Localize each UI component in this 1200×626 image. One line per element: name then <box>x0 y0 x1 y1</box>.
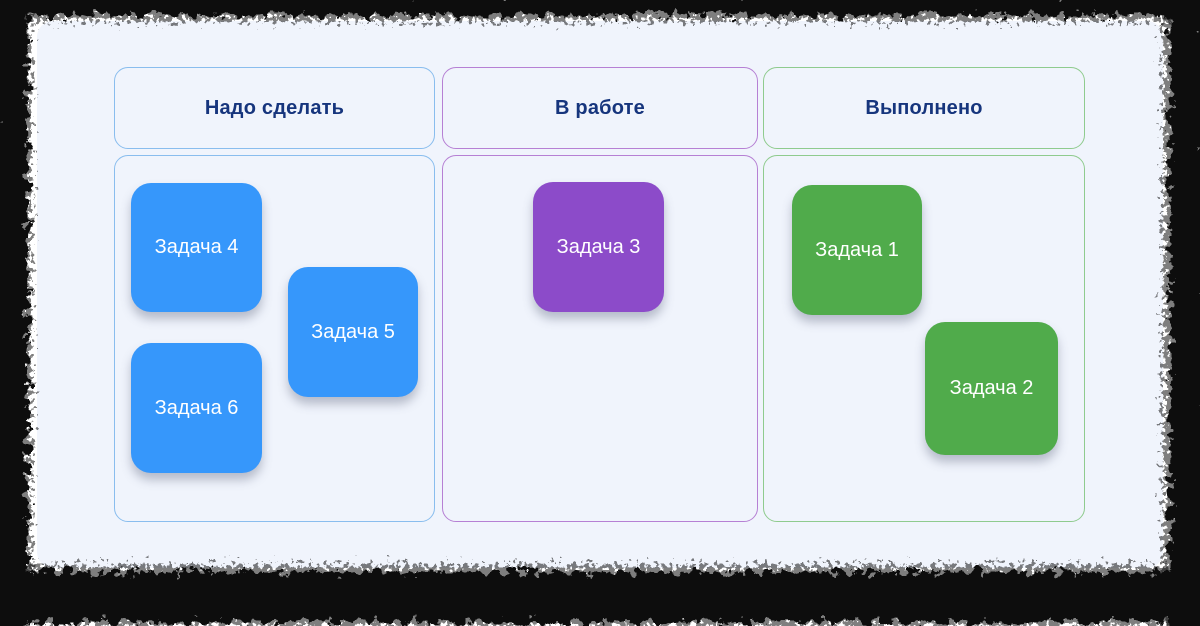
column-header-in-progress: В работе <box>442 67 758 149</box>
task-card-label: Задача 2 <box>949 377 1034 399</box>
task-card-1[interactable]: Задача 1 <box>792 185 922 315</box>
column-title-in-progress: В работе <box>555 96 645 119</box>
column-header-todo: Надо сделать <box>114 67 435 149</box>
column-title-done: Выполнено <box>865 96 983 119</box>
task-card-6[interactable]: Задача 6 <box>131 343 262 473</box>
column-header-done: Выполнено <box>763 67 1085 149</box>
task-card-label: Задача 3 <box>556 235 641 258</box>
column-body-done[interactable] <box>763 155 1085 522</box>
task-card-label: Задача 4 <box>154 236 239 258</box>
column-title-todo: Надо сделать <box>204 96 345 119</box>
task-card-2[interactable]: Задача 2 <box>925 322 1058 455</box>
task-card-5[interactable]: Задача 5 <box>288 267 418 397</box>
column-body-in-progress[interactable] <box>442 155 758 522</box>
column-body-todo[interactable] <box>114 155 435 522</box>
task-card-label: Задача 5 <box>311 320 395 343</box>
task-card-3[interactable]: Задача 3 <box>533 182 664 312</box>
task-card-label: Задача 6 <box>154 396 239 419</box>
task-card-4[interactable]: Задача 4 <box>131 183 262 312</box>
task-card-label: Задача 1 <box>815 238 899 261</box>
